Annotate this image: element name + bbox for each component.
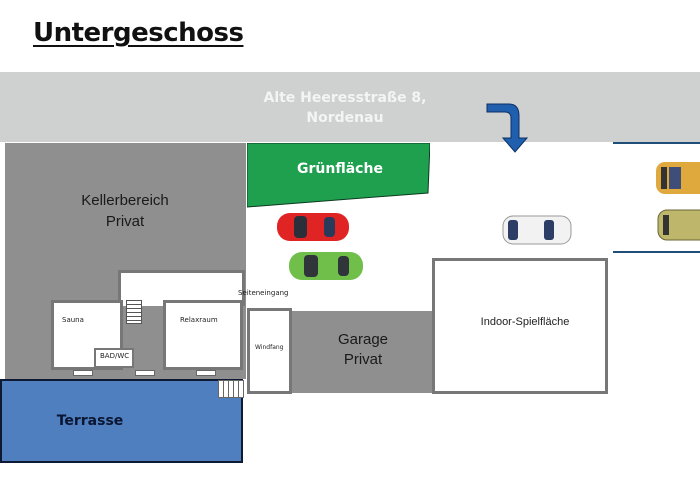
- indoor-spielflaeche: [432, 258, 608, 394]
- relaxraum-label: Relaxraum: [180, 316, 218, 324]
- parking-line-top: [613, 142, 700, 144]
- keller-line-2: Privat: [105, 213, 145, 230]
- car-red-icon: [277, 213, 349, 241]
- terrasse-label: Terrasse: [56, 413, 124, 429]
- street-address: Alte Heeresstraße 8, Nordenau: [260, 88, 430, 128]
- car-green-icon: [289, 252, 363, 280]
- kellerbereich-label: Kellerbereich Privat: [50, 190, 200, 232]
- garage-privat: [292, 311, 432, 393]
- address-line-2: Nordenau: [306, 110, 384, 126]
- arrow-turn-down-icon: [486, 103, 529, 153]
- indoor-label: Indoor-Spielfläche: [480, 316, 570, 328]
- page-title: Untergeschoss: [33, 18, 244, 48]
- street: [0, 72, 700, 142]
- window: [135, 370, 155, 376]
- terrasse: [0, 379, 243, 463]
- address-line-1: Alte Heeresstraße 8,: [263, 90, 427, 106]
- garage-line-2: Privat: [343, 351, 383, 368]
- stairs-icon: [126, 300, 142, 324]
- sauna-label: Sauna: [62, 316, 84, 324]
- room-bad-wc: [94, 348, 134, 368]
- stairs-icon: [218, 380, 244, 398]
- room-relaxraum: [163, 300, 243, 370]
- seiteneingang-label: Seiteneingang: [238, 289, 289, 297]
- car-white-icon: [502, 215, 572, 245]
- bad-wc-label: BAD/WC: [100, 352, 130, 360]
- garage-label: Garage Privat: [318, 330, 408, 370]
- gruenflaeche-label: Grünfläche: [297, 161, 383, 177]
- keller-line-1: Kellerbereich: [81, 192, 169, 209]
- window: [73, 370, 93, 376]
- gruenflaeche: [247, 143, 430, 208]
- garage-line-1: Garage: [337, 331, 389, 348]
- car-olive-icon: [657, 209, 700, 241]
- windfang-label: Windfang: [255, 344, 284, 351]
- room-windfang: [247, 308, 292, 394]
- car-yellow-icon: [656, 162, 700, 194]
- window: [196, 370, 216, 376]
- parking-line-bottom: [613, 251, 700, 253]
